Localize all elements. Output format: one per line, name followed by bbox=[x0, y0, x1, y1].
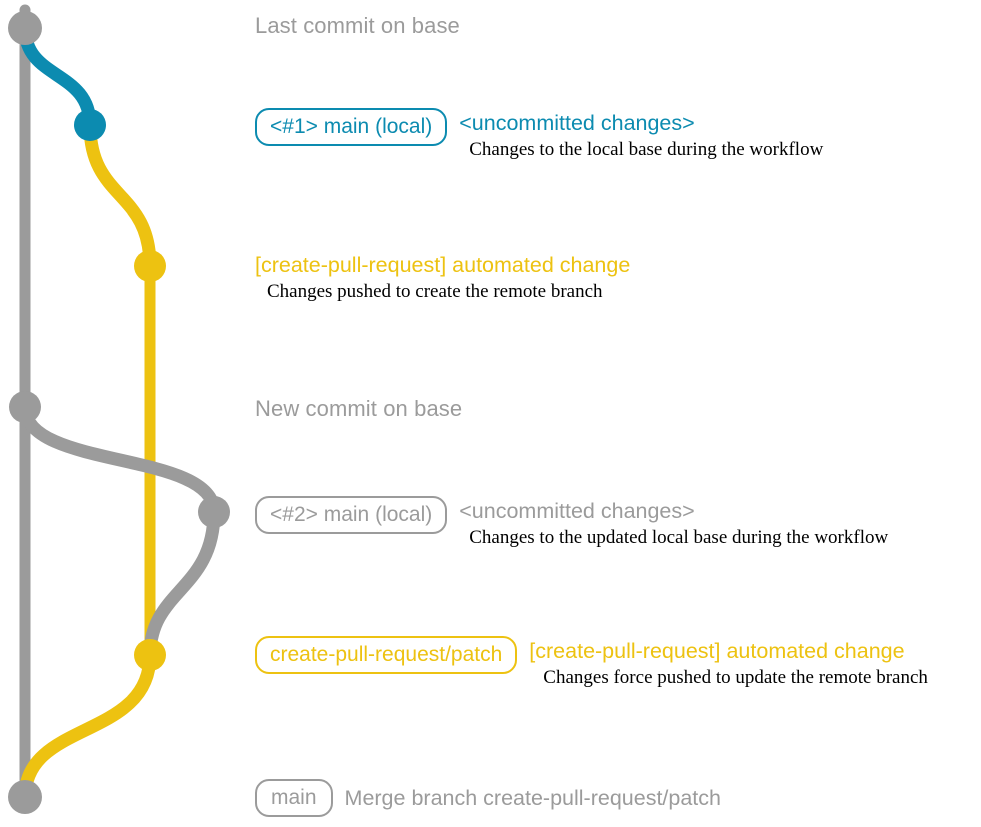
commit-text-local-1: <uncommitted changes> Changes to the loc… bbox=[459, 108, 823, 162]
commit-subline-patch-1: Changes pushed to create the remote bran… bbox=[267, 281, 603, 302]
commit-row-local-2: <#2> main (local) <uncommitted changes> … bbox=[255, 496, 888, 550]
branch-chip-local-2[interactable]: <#2> main (local) bbox=[255, 496, 448, 534]
commit-node-base-last[interactable] bbox=[8, 11, 42, 45]
commit-text-patch-1: [create-pull-request] automated change C… bbox=[255, 250, 630, 304]
branch-chip-local-1[interactable]: <#1> main (local) bbox=[255, 108, 448, 146]
commit-headline-local-2: <uncommitted changes> bbox=[459, 499, 695, 523]
commit-node-patch-1[interactable] bbox=[134, 250, 166, 282]
commit-title-new-commit-on-base: New commit on base bbox=[255, 396, 463, 421]
commit-subline-patch-2: Changes force pushed to update the remot… bbox=[543, 667, 928, 688]
branch-line-local-1 bbox=[18, 21, 97, 132]
commit-node-base-new[interactable] bbox=[9, 391, 41, 423]
branch-line-patch-1 bbox=[83, 118, 157, 273]
commit-text-local-2: <uncommitted changes> Changes to the upd… bbox=[459, 496, 888, 550]
commit-row-patch-2: create-pull-request/patch [create-pull-r… bbox=[255, 636, 928, 690]
commit-subline-local-2: Changes to the updated local base during… bbox=[469, 527, 889, 548]
branch-chip-main[interactable]: main bbox=[255, 779, 333, 817]
commit-row-local-1: <#1> main (local) <uncommitted changes> … bbox=[255, 108, 823, 162]
commit-title-last-commit-on-base: Last commit on base bbox=[255, 13, 460, 38]
commit-node-local-2[interactable] bbox=[198, 496, 230, 528]
commit-headline-patch-1: [create-pull-request] automated change bbox=[255, 253, 631, 277]
commit-node-local-1[interactable] bbox=[74, 109, 106, 141]
commit-row-last-commit-on-base: Last commit on base bbox=[255, 13, 460, 39]
commit-headline-patch-2: [create-pull-request] automated change bbox=[529, 639, 905, 663]
commit-row-new-commit-on-base: New commit on base bbox=[255, 396, 462, 422]
commit-node-patch-2[interactable] bbox=[134, 639, 166, 671]
branch-line-local-2 bbox=[18, 400, 221, 519]
commit-node-base-merge[interactable] bbox=[8, 780, 42, 814]
branch-line-local-2-to-patch-2 bbox=[143, 505, 221, 662]
commit-subline-local-1: Changes to the local base during the wor… bbox=[469, 139, 824, 160]
branch-line-merge bbox=[18, 648, 157, 804]
commit-row-merge: main Merge branch create-pull-request/pa… bbox=[255, 779, 721, 817]
commit-headline-merge: Merge branch create-pull-request/patch bbox=[344, 785, 721, 810]
branch-chip-patch-2[interactable]: create-pull-request/patch bbox=[255, 636, 518, 674]
commit-headline-local-1: <uncommitted changes> bbox=[459, 111, 695, 135]
commit-row-patch-1: [create-pull-request] automated change C… bbox=[255, 250, 630, 304]
commit-text-patch-2: [create-pull-request] automated change C… bbox=[529, 636, 928, 690]
